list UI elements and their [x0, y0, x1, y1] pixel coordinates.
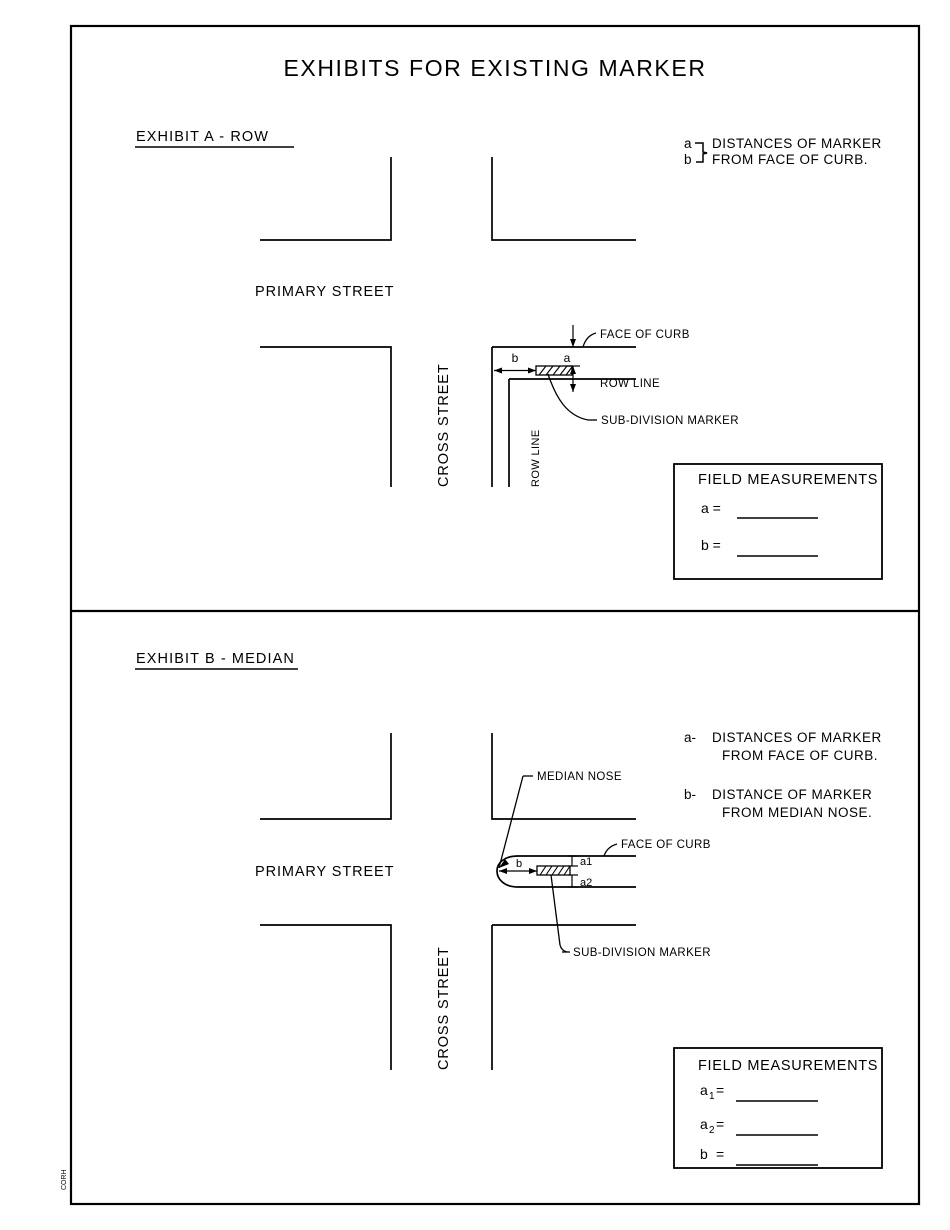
page-title: EXHIBITS FOR EXISTING MARKER: [283, 55, 706, 81]
face-of-curb-label: FACE OF CURB: [600, 329, 690, 341]
field-row-sub-a2: 2: [709, 1125, 715, 1136]
dimension-a-label: a: [564, 351, 571, 365]
sub-division-marker-label: SUB-DIVISION MARKER: [601, 415, 739, 427]
exhibit-a-primary-street-label: PRIMARY STREET: [255, 284, 394, 300]
exhibit-b-cross-street-label: CROSS STREET: [436, 946, 452, 1070]
legend-symbol-b: b: [684, 152, 692, 167]
exhibit-a-cross-street-label: CROSS STREET: [436, 363, 452, 487]
exhibit-b-field-measurements: FIELD MEASUREMENTS a 1 = a 2 = b =: [673, 1047, 883, 1169]
face-of-curb-callout-b: FACE OF CURB: [603, 839, 711, 857]
field-row-eq-a1: =: [716, 1082, 724, 1098]
row-line-vertical-label: ROW LINE: [530, 429, 542, 487]
dimension-a1: a1: [568, 855, 592, 868]
legend-brace-icon: [695, 142, 708, 163]
legend-line-1: DISTANCES OF MARKER: [712, 136, 882, 151]
face-of-curb-callout: FACE OF CURB: [582, 329, 690, 348]
sub-division-marker-label-b: SUB-DIVISION MARKER: [573, 947, 711, 959]
field-measurements-title-b: FIELD MEASUREMENTS: [698, 1058, 878, 1074]
legend-symbol-a: a: [684, 136, 692, 151]
field-row-eq-b2: =: [716, 1146, 724, 1162]
exhibit-b-street-lines: [260, 733, 636, 1070]
exhibit-a-legend: a b DISTANCES OF MARKER FROM FACE OF CUR…: [684, 136, 882, 167]
corner-mark: CORH: [61, 1169, 68, 1190]
exhibit-b: EXHIBIT B - MEDIAN a- DISTANCES OF MARKE…: [135, 651, 883, 1169]
dimension-b-median: b: [499, 858, 537, 874]
field-row-eq-a2: =: [716, 1116, 724, 1132]
exhibit-b-median-detail: b a1 a2 MEDIAN NOSE: [496, 771, 711, 959]
exhibit-b-legend: a- DISTANCES OF MARKER FROM FACE OF CURB…: [684, 730, 882, 820]
field-row-label-b: b =: [701, 537, 721, 553]
field-measurements-title-a: FIELD MEASUREMENTS: [698, 472, 878, 488]
dimension-a2: a2: [568, 874, 592, 889]
median-nose-shape: [496, 855, 636, 888]
sub-division-marker-symbol: [535, 365, 573, 376]
legend-line-2: FROM FACE OF CURB.: [712, 152, 868, 167]
legend-b-line-1-1: DISTANCE OF MARKER: [712, 787, 872, 802]
dimension-b-label: b: [512, 351, 519, 365]
legend-b-line-0-2: FROM FACE OF CURB.: [722, 748, 878, 763]
dimension-a2-label: a2: [580, 877, 592, 889]
exhibit-a-street-lines: [260, 157, 636, 487]
dimension-a1-label: a1: [580, 856, 592, 868]
sub-division-marker-symbol-b: [536, 865, 571, 876]
field-row-sub-a1: 1: [709, 1091, 715, 1102]
legend-b-symbol-0: a-: [684, 730, 696, 745]
exhibit-b-heading: EXHIBIT B - MEDIAN: [136, 651, 295, 667]
legend-b-line-1-2: FROM MEDIAN NOSE.: [722, 805, 872, 820]
exhibit-a-field-measurements: FIELD MEASUREMENTS a = b =: [673, 463, 883, 580]
field-row-label-a1: a: [700, 1082, 708, 1098]
median-nose-label: MEDIAN NOSE: [537, 771, 622, 783]
exhibit-a-heading: EXHIBIT A - ROW: [136, 129, 269, 145]
sub-division-marker-callout: SUB-DIVISION MARKER: [547, 373, 739, 427]
row-line-label: ROW LINE: [600, 378, 660, 390]
dimension-b-median-label: b: [516, 858, 522, 870]
field-row-label-b2: b: [700, 1146, 708, 1162]
exhibit-b-primary-street-label: PRIMARY STREET: [255, 864, 394, 880]
median-nose-callout: MEDIAN NOSE: [498, 771, 622, 869]
legend-b-line-0-1: DISTANCES OF MARKER: [712, 730, 882, 745]
face-of-curb-label-b: FACE OF CURB: [621, 839, 711, 851]
dimension-a: a: [564, 325, 580, 392]
field-row-label-a: a =: [701, 500, 721, 516]
exhibit-a-marker-detail: b a FACE OF CURB ROW LINE ROW LINE: [492, 325, 739, 487]
sub-division-marker-callout-b: SUB-DIVISION MARKER: [550, 874, 711, 959]
sheet-border: [69, 24, 921, 1206]
field-row-label-a2: a: [700, 1116, 708, 1132]
dimension-b: b: [494, 351, 536, 374]
exhibit-a: EXHIBIT A - ROW a b DISTANCES OF MARKER …: [135, 129, 883, 580]
legend-b-symbol-1: b-: [684, 787, 696, 802]
